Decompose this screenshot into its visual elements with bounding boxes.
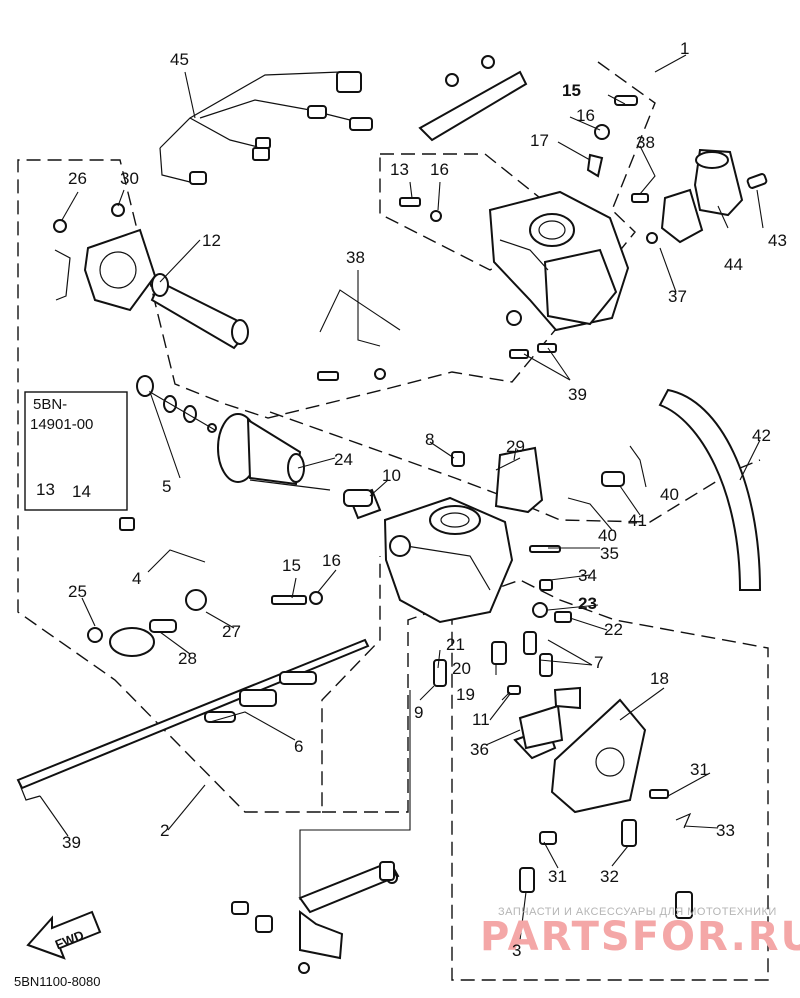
callout-13: 13: [390, 160, 409, 179]
callout-45: 45: [170, 50, 189, 69]
leader-lines: [39, 54, 764, 941]
left-cover-part: [53, 203, 249, 350]
watermark-logo: PARTSFOR.RU: [480, 914, 800, 960]
carburetor-upper-part: [488, 95, 638, 332]
callout-numbers: 1 45 15 16 17 38 13 16 26 30 12 38 43 44…: [36, 39, 787, 960]
callout-25: 25: [68, 582, 87, 601]
callout-38: 38: [346, 248, 365, 267]
callout-11: 11: [472, 710, 490, 729]
callout-15: 15: [562, 81, 581, 100]
callout-10: 10: [382, 466, 401, 485]
callout-29: 29: [506, 437, 525, 456]
callout-1: 1: [680, 39, 689, 58]
callout-14: 14: [72, 482, 91, 501]
callout-17: 17: [530, 131, 549, 150]
callout-23: 23: [578, 594, 597, 613]
small-parts: [51, 193, 693, 933]
callout-21: 21: [446, 635, 465, 654]
callout-44: 44: [724, 255, 743, 274]
callout-27: 27: [222, 622, 241, 641]
callout-36: 36: [470, 740, 489, 759]
callout-31: 31: [548, 867, 567, 886]
callout-16: 16: [576, 106, 595, 125]
callout-6: 6: [294, 737, 303, 756]
callout-2: 2: [160, 821, 169, 840]
callout-34: 34: [578, 566, 597, 585]
callout-24: 24: [334, 450, 353, 469]
callout-9: 9: [414, 703, 423, 722]
callout-20: 20: [452, 659, 471, 678]
callout-28: 28: [178, 649, 197, 668]
callout-22: 22: [604, 620, 623, 639]
callout-12: 12: [202, 231, 221, 250]
callout-16: 16: [322, 551, 341, 570]
callout-35: 35: [600, 544, 619, 563]
group-outline-1: [17, 61, 656, 813]
callout-30: 30: [120, 169, 139, 188]
callout-33: 33: [716, 821, 735, 840]
callout-13: 13: [36, 480, 55, 499]
callout-15: 15: [282, 556, 301, 575]
hose-part: [658, 388, 762, 591]
watermark-tagline: ЗАПЧАСТИ И АКСЕССУАРЫ ДЛЯ МОТОТЕХНИКИ: [498, 906, 777, 918]
callout-37: 37: [668, 287, 687, 306]
group-outline-3: [322, 579, 769, 981]
top-bracket-part: [418, 55, 528, 142]
callout-39: 39: [62, 833, 81, 852]
callout-31: 31: [690, 760, 709, 779]
fwd-arrow: FWD: [26, 910, 102, 960]
wire-harness-part: [159, 71, 373, 185]
lower-cover-part: [513, 698, 647, 814]
callout-4: 4: [132, 569, 141, 588]
callout-16: 16: [430, 160, 449, 179]
kit-box-line1: 5BN-: [33, 396, 67, 413]
callout-32: 32: [600, 867, 619, 886]
kit-box-line2: 14901-00: [30, 416, 93, 433]
callout-40: 40: [598, 526, 617, 545]
callout-5: 5: [162, 477, 171, 496]
callout-3: 3: [512, 941, 521, 960]
callout-40: 40: [660, 485, 679, 504]
group-outline-4: [269, 411, 761, 523]
bottom-bracket-part: [298, 860, 400, 974]
callout-42: 42: [752, 426, 771, 445]
callout-8: 8: [425, 430, 434, 449]
callout-26: 26: [68, 169, 87, 188]
callout-7: 7: [594, 653, 603, 672]
diagram-code: 5BN1100-8080: [14, 974, 101, 989]
callout-41: 41: [628, 511, 647, 530]
diaphragm-part: [136, 375, 331, 491]
callout-43: 43: [768, 231, 787, 250]
callout-39: 39: [568, 385, 587, 404]
throttle-sensor-part: [660, 148, 768, 244]
callout-38: 38: [636, 133, 655, 152]
callout-19: 19: [456, 685, 475, 704]
kit-box: 5BN- 14901-00: [24, 391, 128, 511]
carburetor-lower-part: [348, 446, 544, 624]
callout-18: 18: [650, 669, 669, 688]
